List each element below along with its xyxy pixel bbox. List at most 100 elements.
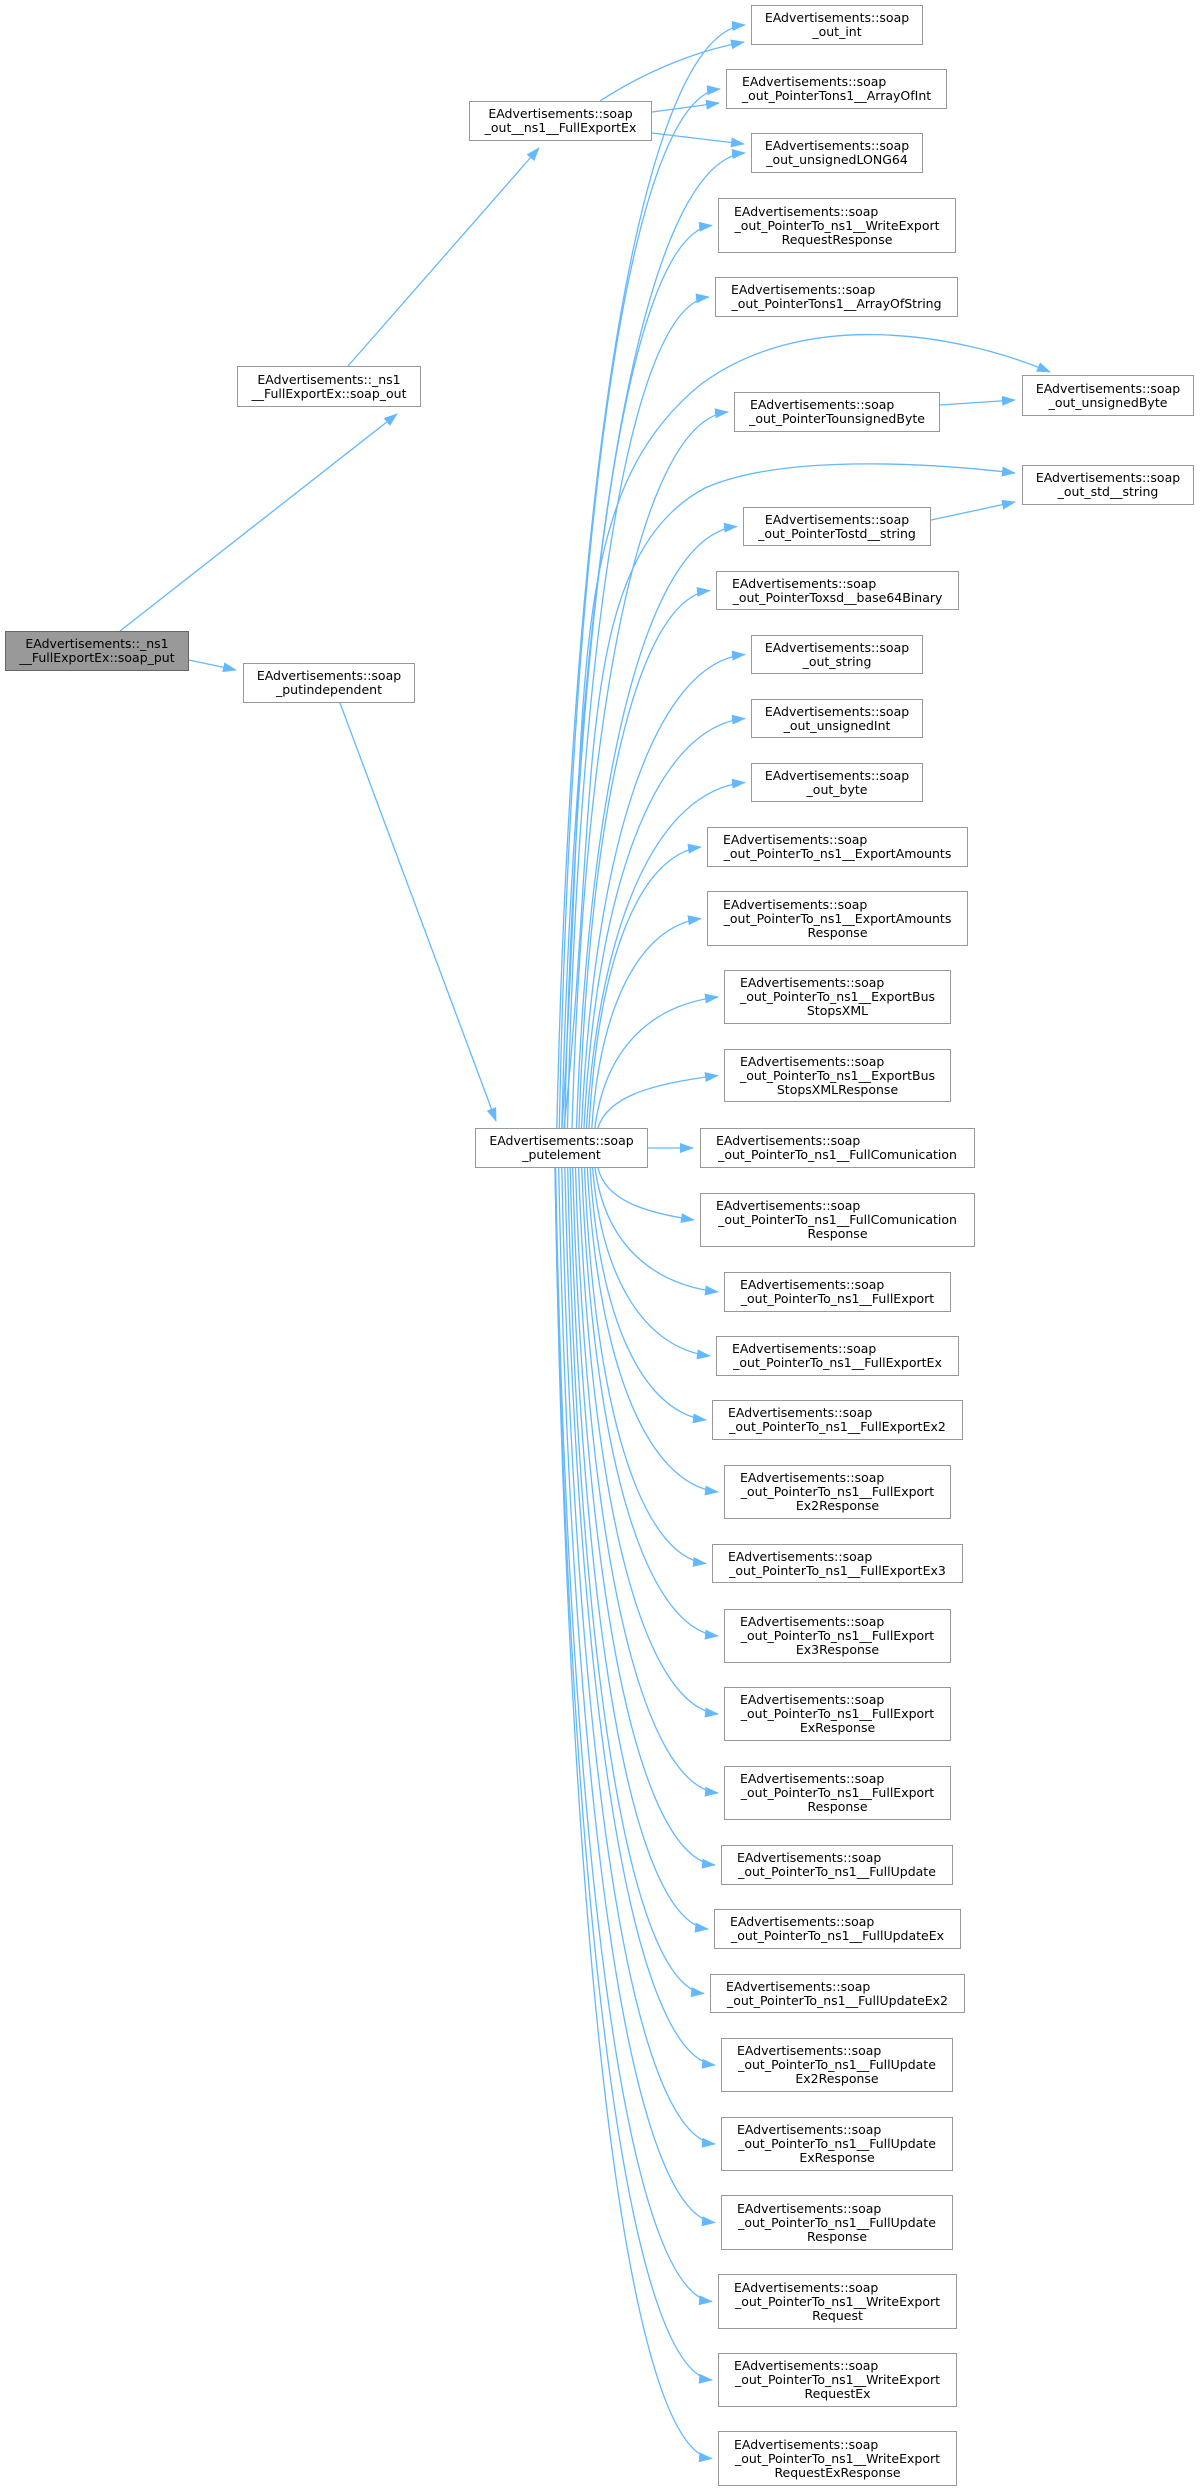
graph-node-out-string[interactable]: EAdvertisements::soap_out_string	[751, 635, 923, 674]
graph-node-fullcomunicationresponse[interactable]: EAdvertisements::soap_out_PointerTo_ns1_…	[700, 1193, 975, 1247]
call-edge-putelement-to-FullComunicationResponse	[597, 1167, 695, 1223]
node-label-line: EAdvertisements::soap	[1035, 380, 1181, 396]
graph-node-fullupdateex[interactable]: EAdvertisements::soap_out_PointerTo_ns1_…	[714, 1909, 961, 1949]
node-label-line: _putindependent	[275, 682, 383, 697]
graph-node-putelement[interactable]: EAdvertisements::soap_putelement	[475, 1128, 648, 1168]
call-edge-soap_put-to-ns1_soap_out	[119, 413, 398, 632]
graph-node-exportbusstopsxml[interactable]: EAdvertisements::soap_out_PointerTo_ns1_…	[724, 970, 951, 1024]
node-label-line: EAdvertisements::_ns1	[257, 371, 401, 387]
graph-node-out-int[interactable]: EAdvertisements::soap_out_int	[751, 5, 923, 45]
node-label-line: EAdvertisements::soap	[737, 2043, 882, 2058]
node-label-line: __FullExportEx::soap_put	[19, 650, 175, 665]
node-label-line: _out_PointerTo_ns1__FullUpdateEx2	[726, 1992, 949, 2008]
node-label-line: _out_PointerTo_ns1__FullUpdate	[738, 2214, 936, 2230]
node-label-line: _out_unsignedInt	[783, 717, 891, 733]
graph-node-exportbusstopsxmlresponse[interactable]: EAdvertisements::soap_out_PointerTo_ns1_…	[724, 1049, 951, 1102]
graph-node-fullexportex[interactable]: EAdvertisements::soap_out_PointerTo_ns1_…	[716, 1336, 959, 1376]
node-label-line: _out_PointerTo_ns1__FullUpdate	[738, 2136, 936, 2151]
graph-node-fullexportex2response[interactable]: EAdvertisements::soap_out_PointerTo_ns1_…	[724, 1465, 951, 1519]
graph-node-arrayofint[interactable]: EAdvertisements::soap_out_PointerTons1__…	[726, 69, 947, 109]
graph-node-fullexportresponse[interactable]: EAdvertisements::soap_out_PointerTo_ns1_…	[724, 1766, 951, 1820]
graph-node-arrayofstring[interactable]: EAdvertisements::soap_out_PointerTons1__…	[715, 277, 958, 317]
node-label-line: EAdvertisements::soap	[716, 1198, 861, 1213]
node-label-line: EAdvertisements::soap	[489, 1133, 634, 1148]
node-label-line: __FullExportEx::soap_out	[251, 385, 407, 401]
graph-node-fullupdateexresponse[interactable]: EAdvertisements::soap_out_PointerTo_ns1_…	[721, 2117, 953, 2171]
node-label-line: _out_PointerTo_ns1__FullExportEx3	[729, 1562, 946, 1578]
graph-node-fullexportex3response[interactable]: EAdvertisements::soap_out_PointerTo_ns1_…	[724, 1609, 951, 1663]
node-label-line: EAdvertisements::soap	[764, 639, 910, 655]
call-edge-putelement-to-FullUpdate	[572, 1167, 716, 1869]
node-label-line: Response	[807, 924, 868, 940]
node-label-line: EAdvertisements::soap	[737, 2122, 882, 2137]
node-label-line: _out_string	[802, 653, 872, 669]
graph-node-out-std-string[interactable]: EAdvertisements::soap_out_std__string	[1022, 465, 1194, 505]
node-label-line: EAdvertisements::soap	[730, 1914, 875, 1929]
node-label-line: EAdvertisements::soap	[726, 1978, 871, 1994]
call-edge-putelement-to-WriteExportRequestExResponse	[554, 1167, 713, 2463]
graph-node-fullupdateex2[interactable]: EAdvertisements::soap_out_PointerTo_ns1_…	[710, 1974, 965, 2013]
node-label-line: EAdvertisements::soap	[764, 138, 910, 153]
graph-node-fullexportex2[interactable]: EAdvertisements::soap_out_PointerTo_ns1_…	[712, 1400, 963, 1440]
node-label-line: _out__ns1__FullExportEx	[484, 120, 637, 135]
node-label-line: _putelement	[522, 1147, 601, 1162]
graph-node-base64binary[interactable]: EAdvertisements::soap_out_PointerToxsd__…	[716, 571, 959, 610]
node-label-line: EAdvertisements::soap	[723, 896, 868, 912]
graph-node-fullcomunication[interactable]: EAdvertisements::soap_out_PointerTo_ns1_…	[700, 1128, 975, 1168]
graph-node-fullupdateresponse[interactable]: EAdvertisements::soap_out_PointerTo_ns1_…	[721, 2195, 953, 2250]
graph-node-putindependent[interactable]: EAdvertisements::soap_putindependent	[243, 663, 415, 703]
graph-node-pointertounsignedbyte[interactable]: EAdvertisements::soap_out_PointerTounsig…	[734, 392, 940, 432]
graph-node-writeexportrequestresponse[interactable]: EAdvertisements::soap_out_PointerTo_ns1_…	[718, 198, 956, 253]
node-label-line: EAdvertisements::soap	[734, 2358, 879, 2373]
graph-node-writeexportrequest[interactable]: EAdvertisements::soap_out_PointerTo_ns1_…	[718, 2274, 957, 2329]
graph-node-pointertostd-string[interactable]: EAdvertisements::soap_out_PointerTostd__…	[743, 507, 931, 546]
node-label-line: _out_PointerTons1__ArrayOfString	[731, 296, 942, 311]
node-label-line: _out_PointerTo_ns1__FullExport	[740, 1628, 935, 1643]
node-label-line: _out_PointerToxsd__base64Binary	[732, 589, 943, 605]
node-label-line: EAdvertisements::soap	[740, 975, 885, 990]
call-edge-putelement-to-PointerTostd_string	[575, 522, 738, 1129]
call-edge-putelement-to-out_string	[580, 650, 746, 1129]
call-edge-putelement-to-FullExportEx	[591, 1167, 711, 1360]
call-edge-putelement-to-ArrayOfString	[566, 293, 710, 1129]
node-label-line: _out_PointerTo_ns1__WriteExport	[734, 2293, 941, 2309]
node-label-line: EAdvertisements::soap	[734, 2436, 879, 2452]
graph-node-fullexportex3[interactable]: EAdvertisements::soap_out_PointerTo_ns1_…	[712, 1544, 963, 1583]
node-label-line: EAdvertisements::soap	[740, 1771, 885, 1786]
graph-node-out-unsignedint[interactable]: EAdvertisements::soap_out_unsignedInt	[751, 699, 923, 738]
call-edge-putelement-to-FullUpdateExResponse	[561, 1167, 716, 2148]
graph-node-unsignedlong64[interactable]: EAdvertisements::soap_out_unsignedLONG64	[751, 133, 923, 173]
graph-node-out-byte[interactable]: EAdvertisements::soap_out_byte	[751, 763, 923, 802]
graph-node-writeexportrequestex[interactable]: EAdvertisements::soap_out_PointerTo_ns1_…	[718, 2353, 957, 2407]
graph-node-soap-put[interactable]: EAdvertisements::_ns1__FullExportEx::soa…	[5, 631, 189, 671]
call-edge-putelement-to-ExportAmountsResponse	[591, 915, 702, 1129]
node-label-line: ExResponse	[799, 2150, 875, 2165]
graph-node-exportamountsresponse[interactable]: EAdvertisements::soap_out_PointerTo_ns1_…	[707, 891, 968, 946]
call-edge-putelement-to-FullExport	[594, 1167, 719, 1296]
graph-node-writeexportrequestexresponse[interactable]: EAdvertisements::soap_out_PointerTo_ns1_…	[718, 2431, 957, 2486]
graph-node-out-ns1-fullexportex[interactable]: EAdvertisements::soap_out__ns1__FullExpo…	[469, 101, 652, 141]
graph-node-fullupdateex2response[interactable]: EAdvertisements::soap_out_PointerTo_ns1_…	[721, 2038, 953, 2092]
graph-node-out-unsignedbyte[interactable]: EAdvertisements::soap_out_unsignedByte	[1022, 375, 1194, 416]
node-label-line: Ex2Response	[795, 1498, 880, 1513]
graph-node-exportamounts[interactable]: EAdvertisements::soap_out_PointerTo_ns1_…	[707, 827, 968, 867]
graph-node-fullupdate[interactable]: EAdvertisements::soap_out_PointerTo_ns1_…	[721, 1845, 953, 1885]
node-label-line: EAdvertisements::soap	[740, 1277, 885, 1292]
node-label-line: RequestResponse	[781, 231, 893, 247]
node-label-line: EAdvertisements::soap	[731, 282, 876, 297]
node-label-line: _out_PointerTostd__string	[758, 525, 916, 541]
node-label-line: EAdvertisements::soap	[732, 1341, 877, 1356]
call-edge-out_ns1_FullExportEx-to-ArrayOfInt	[651, 99, 720, 113]
call-edge-putelement-to-base64Binary	[578, 587, 711, 1129]
node-label-line: EAdvertisements::soap	[740, 1614, 885, 1629]
node-label-line: EAdvertisements::soap	[740, 1053, 885, 1069]
node-label-line: ExResponse	[799, 1720, 876, 1735]
graph-node-ns1-soap-out[interactable]: EAdvertisements::_ns1__FullExportEx::soa…	[237, 366, 421, 407]
graph-node-fullexport[interactable]: EAdvertisements::soap_out_PointerTo_ns1_…	[724, 1272, 951, 1312]
node-label-line: Response	[806, 2228, 868, 2244]
call-edge-out_ns1_FullExportEx-to-out_int	[599, 39, 745, 102]
graph-node-fullexportexresponse[interactable]: EAdvertisements::soap_out_PointerTo_ns1_…	[724, 1687, 951, 1741]
call-edge-putelement-to-ArrayOfInt	[558, 85, 721, 1129]
call-edge-putelement-to-out_int	[556, 21, 746, 1129]
call-edge-putelement-to-FullExportExResponse	[577, 1167, 719, 1718]
